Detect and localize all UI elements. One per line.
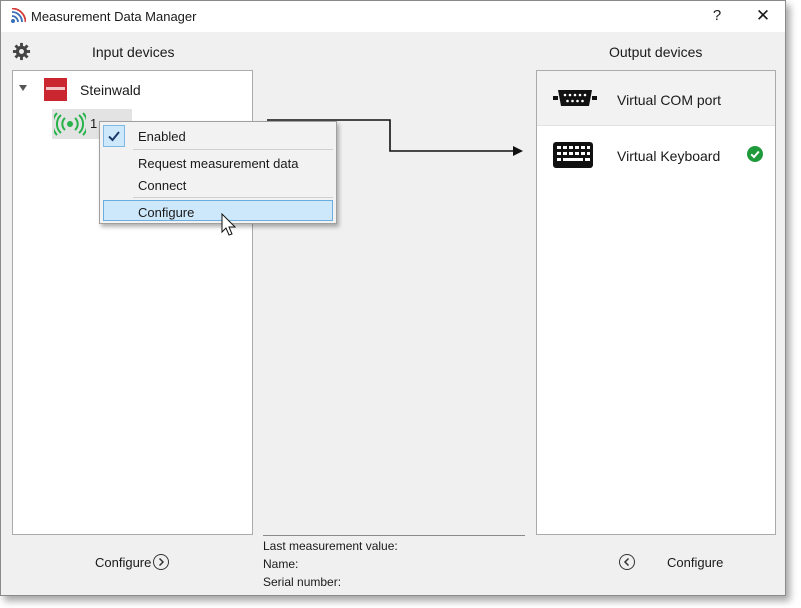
menu-item-configure[interactable]: Configure [138, 205, 195, 220]
serial-number-label: Serial number: [263, 575, 342, 589]
window-title: Measurement Data Manager [31, 9, 197, 24]
output-item-virtual-com-port[interactable]: Virtual COM port [537, 71, 775, 126]
close-button[interactable]: ✕ [755, 6, 771, 25]
input-devices-header: Input devices [92, 44, 175, 60]
chevron-left-icon [623, 557, 630, 567]
menu-item-enabled[interactable]: Enabled [138, 129, 186, 144]
keyboard-icon [553, 142, 593, 168]
steinwald-logo [44, 78, 67, 101]
name-label: Name: [263, 557, 299, 571]
checkmark-icon [108, 131, 120, 142]
serial-port-icon [553, 90, 597, 106]
chevron-right-icon [158, 557, 165, 567]
info-divider [263, 535, 525, 536]
help-button[interactable]: ? [712, 7, 722, 24]
menu-item-connect[interactable]: Connect [138, 178, 187, 193]
device-context-menu: Enabled Request measurement data Connect… [99, 121, 337, 224]
active-check-icon [747, 146, 763, 162]
settings-gear-icon[interactable] [12, 42, 31, 61]
wireless-signal-icon [54, 112, 86, 136]
title-bar[interactable]: Measurement Data Manager ? ✕ [1, 1, 785, 32]
enabled-check-box[interactable] [103, 125, 125, 147]
input-configure-link[interactable]: Configure [95, 555, 152, 570]
menu-item-request-measurement[interactable]: Request measurement data [138, 156, 299, 171]
input-configure-next-button[interactable] [153, 554, 169, 570]
menu-item-highlight[interactable] [103, 200, 333, 221]
output-devices-header: Output devices [609, 44, 703, 60]
output-configure-back-button[interactable] [619, 554, 635, 570]
output-item-label: Virtual Keyboard [617, 148, 721, 164]
menu-separator [133, 149, 333, 150]
connection-arrow [267, 119, 523, 156]
tree-collapse-arrow-icon[interactable] [19, 85, 27, 91]
output-item-label: Virtual COM port [617, 92, 721, 108]
last-measurement-label: Last measurement value: [263, 539, 398, 553]
input-device-label: 1 [90, 116, 98, 131]
app-window: Measurement Data Manager ? ✕ Input devic… [0, 0, 786, 596]
app-logo-icon [11, 8, 26, 23]
brand-node-label[interactable]: Steinwald [80, 82, 141, 98]
menu-separator [133, 197, 333, 198]
output-item-virtual-keyboard[interactable]: Virtual Keyboard [537, 127, 775, 181]
mouse-cursor-icon [221, 213, 237, 236]
output-configure-link[interactable]: Configure [667, 555, 724, 570]
output-devices-list[interactable]: Virtual COM port Virtual Keyboard [536, 70, 776, 535]
